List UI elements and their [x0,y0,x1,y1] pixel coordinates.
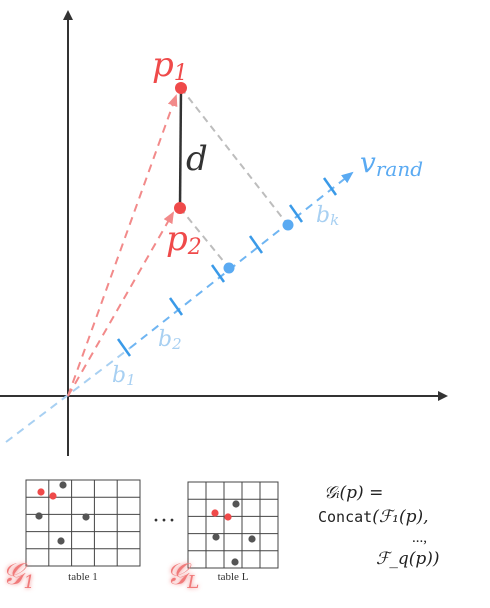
bucket-point [231,558,239,566]
label-p1: p1 [152,45,188,86]
bucket-point [248,535,256,543]
label-p2: p2 [166,219,202,260]
bucket-point [59,481,67,489]
label-bk: bk [316,203,339,229]
projection-p2 [179,207,230,269]
bucket-tick [168,297,184,316]
label-b2: b2 [158,327,182,353]
bucket-point-red [224,513,232,521]
hash-table-1 [25,479,141,567]
point-p2 [174,202,186,214]
bucket-point [232,500,240,508]
bucket-point [57,537,65,545]
table-L-caption: table L [218,571,249,583]
bucket-point [35,512,43,520]
formula-line-2: Concat(ℱ₁(p), [318,507,429,527]
distance-segment [178,87,183,209]
bucket-point [212,533,220,541]
projected-p1 [282,219,294,231]
formula-line-1: 𝒢ᵢ(p) = [324,483,383,503]
bucket-tick [248,235,264,254]
bucket-tick [210,264,226,283]
v-rand-line [129,171,354,349]
formula-line-4: ℱ_q(p)) [376,549,440,569]
vector-to-p2 [67,211,174,397]
table-1-symbol: 𝒢1 [2,557,35,593]
projection-p1 [180,87,289,226]
point-p1 [175,82,187,94]
label-d: d [186,139,208,179]
projected-p2 [223,262,235,274]
formula-line-3: ..., [412,530,427,546]
label-v-rand: vrand [360,146,423,181]
table-L-symbol: 𝒢L [166,557,199,593]
bucket-point-red [37,488,45,496]
bucket-tick [322,177,338,196]
table-1-caption: table 1 [68,571,98,583]
bucket-point-red [49,492,57,500]
bucket-tick [116,338,132,357]
bucket-point [82,513,90,521]
hash-table-L [187,481,279,569]
vector-to-p1 [67,94,178,397]
tables-ellipsis: ··· [152,508,176,534]
bucket-tick [288,204,304,223]
label-b1: b1 [112,363,136,389]
bucket-point-red [211,509,219,517]
